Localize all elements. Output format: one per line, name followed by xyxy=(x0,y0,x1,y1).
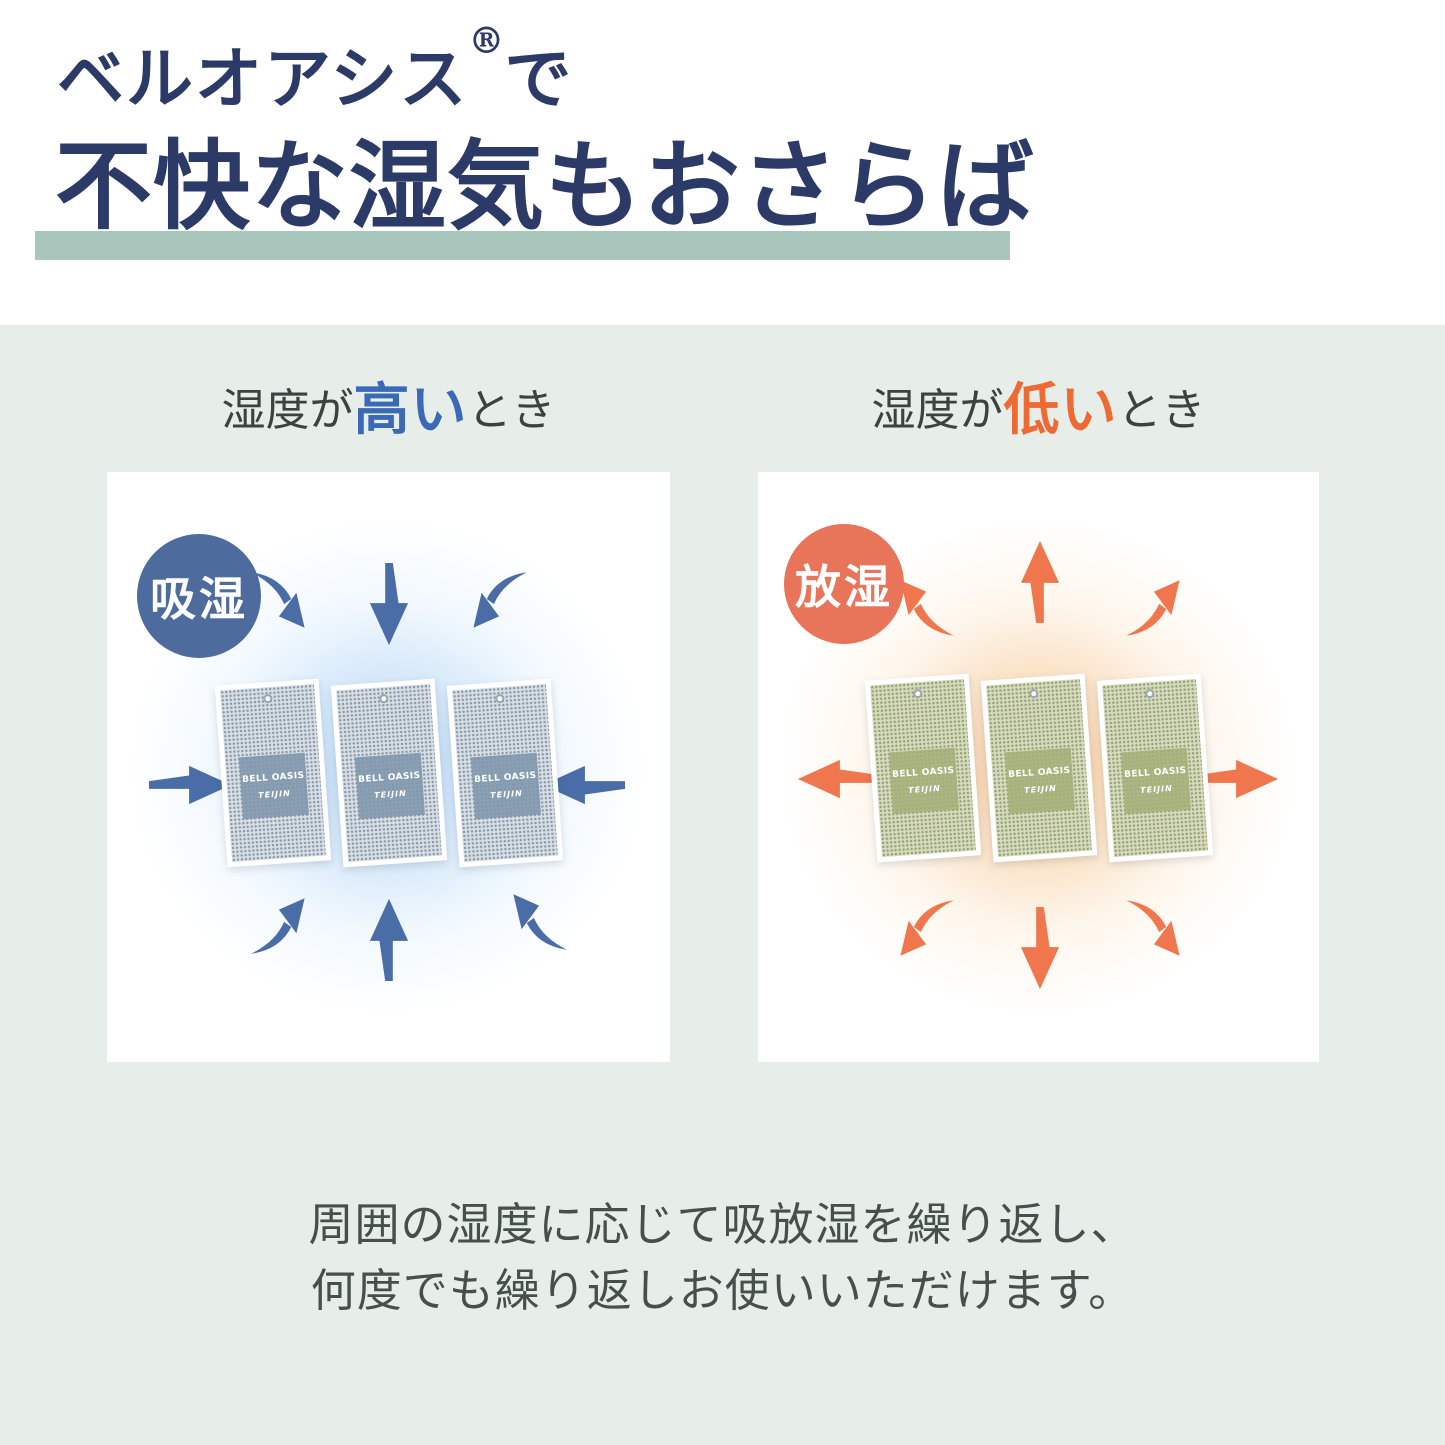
absorb-arrow-top-icon xyxy=(364,563,414,647)
caption-line-2: 何度でも繰り返しお使いいただけます。 xyxy=(310,1264,1135,1318)
sachet-maker-text: TEIJIN xyxy=(489,788,523,801)
sachet-brand-text: BELL OASIS xyxy=(1123,765,1187,781)
release-arrow-top-icon xyxy=(1015,539,1065,623)
sachet-maker-text: TEIJIN xyxy=(257,788,291,801)
sachet-group: BELL OASIS TEIJIN BELL OASIS TEIJIN BELL O… xyxy=(864,673,1213,863)
absorb-arrow-bottom-left-icon xyxy=(245,888,319,962)
sachet-label-plate: BELL OASIS TEIJIN xyxy=(1120,747,1191,815)
product-sachet: BELL OASIS TEIJIN xyxy=(864,673,981,863)
product-sachet: BELL OASIS TEIJIN xyxy=(330,678,447,868)
low-humidity-heading: 湿度が低いとき xyxy=(871,378,1206,443)
sachet-group: BELL OASIS TEIJIN BELL OASIS TEIJIN BELL O… xyxy=(214,678,563,868)
absorb-arrow-top-right-icon xyxy=(459,564,533,638)
absorb-arrow-bottom-right-icon xyxy=(499,884,573,958)
release-arrow-top-left-icon xyxy=(886,570,960,644)
registered-trademark-icon: ® xyxy=(468,19,505,62)
sachet-maker-text: TEIJIN xyxy=(373,788,407,801)
product-sachet: BELL OASIS TEIJIN xyxy=(446,678,563,868)
release-arrow-bottom-left-icon xyxy=(886,892,960,966)
high-humidity-emphasis: 高い xyxy=(353,378,468,443)
sachet-brand-text: BELL OASIS xyxy=(1007,765,1071,781)
sachet-hole xyxy=(1144,688,1155,699)
absorb-arrow-left-icon xyxy=(149,760,233,810)
sachet-hole xyxy=(494,693,505,704)
release-arrow-bottom-right-icon xyxy=(1120,892,1194,966)
release-badge: 放湿 xyxy=(784,524,904,644)
caption-line-1: 周囲の湿度に応じて吸放湿を繰り返し、 xyxy=(308,1198,1137,1251)
release-arrow-left-icon xyxy=(796,754,880,804)
absorb-arrow-bottom-icon xyxy=(364,897,414,981)
sachet-brand-text: BELL OASIS xyxy=(357,770,421,786)
low-humidity-emphasis: 低い xyxy=(1003,378,1118,443)
absorb-arrow-top-left-icon xyxy=(245,564,319,638)
high-humidity-heading: 湿度が高いとき xyxy=(221,378,556,443)
release-arrow-right-icon xyxy=(1196,754,1280,804)
hero-main-title: 不快な湿気もおさらば xyxy=(55,129,1035,243)
sachet-label-plate: BELL OASIS TEIJIN xyxy=(888,747,959,815)
footer-caption: 周囲の湿度に応じて吸放湿を繰り返し、 何度でも繰り返しお使いいただけます。 xyxy=(0,1192,1445,1324)
release-arrow-top-right-icon xyxy=(1120,570,1194,644)
sachet-label-plate: BELL OASIS TEIJIN xyxy=(354,752,425,820)
absorb-arrow-right-icon xyxy=(541,760,625,810)
release-arrow-bottom-icon xyxy=(1015,907,1065,991)
absorb-badge: 吸湿 xyxy=(137,534,261,658)
sachet-label-plate: BELL OASIS TEIJIN xyxy=(470,752,541,820)
product-sachet: BELL OASIS TEIJIN xyxy=(1096,673,1213,863)
product-sachet: BELL OASIS TEIJIN xyxy=(980,673,1097,863)
hero-title-block: ベルオアシス®で 不快な湿気もおさらば xyxy=(0,0,1445,325)
hero-subtitle: ベルオアシス®で xyxy=(57,19,574,118)
sachet-label-plate: BELL OASIS TEIJIN xyxy=(1004,747,1075,815)
product-sachet: BELL OASIS TEIJIN xyxy=(214,678,331,868)
sachet-maker-text: TEIJIN xyxy=(1023,783,1057,796)
sachet-maker-text: TEIJIN xyxy=(1139,783,1173,796)
sachet-brand-text: BELL OASIS xyxy=(891,765,955,781)
title-underline-bar xyxy=(35,231,1010,260)
sachet-brand-text: BELL OASIS xyxy=(241,770,305,786)
sachet-hole xyxy=(378,693,389,704)
sachet-label-plate: BELL OASIS TEIJIN xyxy=(238,752,309,820)
sachet-hole xyxy=(262,693,273,704)
sachet-hole xyxy=(1028,688,1039,699)
sachet-hole xyxy=(912,688,923,699)
sachet-brand-text: BELL OASIS xyxy=(473,770,537,786)
sachet-maker-text: TEIJIN xyxy=(907,783,941,796)
